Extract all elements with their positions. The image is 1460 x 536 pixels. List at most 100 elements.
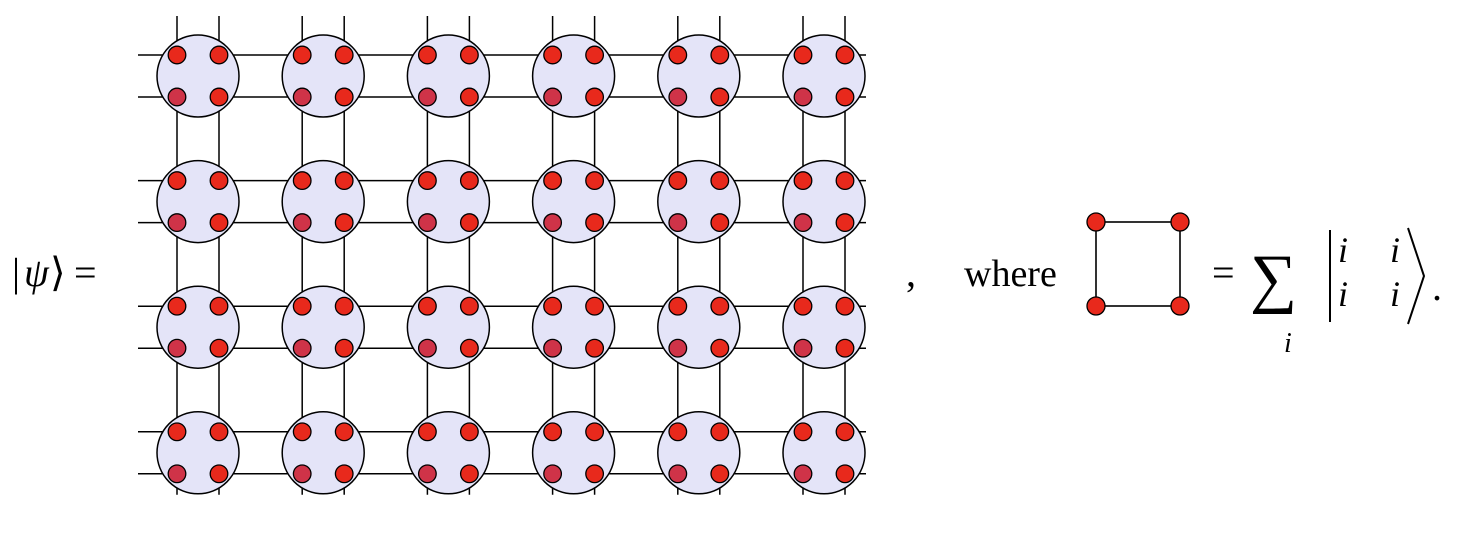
site-dot <box>585 338 605 358</box>
site-dot <box>710 464 730 484</box>
where-label: where <box>964 253 1057 295</box>
site-circle <box>281 34 365 118</box>
site-circle <box>281 285 365 369</box>
site-circle <box>531 411 616 495</box>
site-circle <box>406 411 491 495</box>
site-dot <box>710 296 730 316</box>
site-circle <box>281 159 365 244</box>
site-dot <box>459 422 479 442</box>
site-dot <box>585 422 605 442</box>
plaquette-square <box>1086 212 1190 316</box>
site-dot <box>209 213 229 233</box>
site-dot <box>543 171 563 191</box>
site-circle <box>531 34 616 118</box>
plaquette-dot-top-left <box>1086 212 1106 232</box>
site-dot <box>209 296 229 316</box>
site-dot <box>710 213 730 233</box>
lattice-site <box>156 34 240 118</box>
site-dot <box>835 422 855 442</box>
site-dot <box>459 171 479 191</box>
ket-close-angle: ⟩ <box>50 250 66 295</box>
site-dot <box>543 464 563 484</box>
lattice-site <box>406 159 491 244</box>
site-dot <box>417 338 437 358</box>
rhs-equals-sign: = <box>1212 250 1235 295</box>
site-dot <box>292 296 312 316</box>
site-dot <box>334 213 354 233</box>
site-circle <box>156 34 240 118</box>
site-circle <box>782 34 866 118</box>
lattice-site <box>531 285 616 369</box>
site-dot <box>668 171 688 191</box>
site-dot <box>543 422 563 442</box>
plaquette-dot-bottom-right <box>1170 296 1190 316</box>
lattice-site <box>281 159 365 244</box>
site-dot <box>292 422 312 442</box>
site-dot <box>334 87 354 107</box>
lattice-site <box>657 34 741 118</box>
site-dot <box>292 171 312 191</box>
site-circle <box>406 285 491 369</box>
site-dot <box>710 338 730 358</box>
site-dot <box>793 296 813 316</box>
site-dot <box>793 464 813 484</box>
site-dot <box>292 87 312 107</box>
lattice-site <box>657 411 741 495</box>
lattice-site <box>406 285 491 369</box>
sum-symbol: ∑ <box>1250 242 1297 315</box>
site-circle <box>782 159 866 244</box>
site-dot <box>334 171 354 191</box>
site-dot <box>793 171 813 191</box>
site-dot <box>167 296 187 316</box>
site-dot <box>209 422 229 442</box>
comma: , <box>906 250 916 295</box>
ket-entry-1: i <box>1338 230 1348 270</box>
site-dot <box>417 422 437 442</box>
ket-entry-3: i <box>1338 274 1348 314</box>
site-circle <box>657 159 741 244</box>
site-dot <box>417 45 437 65</box>
site-dot <box>417 87 437 107</box>
site-circle <box>406 159 491 244</box>
site-dot <box>167 87 187 107</box>
site-dot <box>710 422 730 442</box>
site-dot <box>334 464 354 484</box>
site-circle <box>782 285 866 369</box>
site-dot <box>585 213 605 233</box>
plaquette-edge <box>1095 221 1181 307</box>
site-circle <box>531 159 616 244</box>
plaquette-dot-top-right <box>1170 212 1190 232</box>
lhs-equals-sign: = <box>74 250 97 295</box>
site-dot <box>417 171 437 191</box>
lattice-site <box>281 34 365 118</box>
lattice-site <box>782 411 866 495</box>
site-circle <box>657 411 741 495</box>
ket-right-angle <box>1407 227 1426 325</box>
site-dot <box>209 338 229 358</box>
plaquette-dot-bottom-left <box>1086 296 1106 316</box>
site-dot <box>668 87 688 107</box>
site-circle <box>782 411 866 495</box>
site-dot <box>835 338 855 358</box>
site-dot <box>292 45 312 65</box>
site-dot <box>543 87 563 107</box>
site-dot <box>209 45 229 65</box>
site-dot <box>459 296 479 316</box>
site-dot <box>835 213 855 233</box>
site-dot <box>668 45 688 65</box>
lattice-site <box>657 159 741 244</box>
sum-index: i <box>1284 328 1292 359</box>
lattice-site <box>156 285 240 369</box>
ket-open-bar: | <box>12 250 20 295</box>
site-dot <box>585 45 605 65</box>
site-dot <box>209 171 229 191</box>
site-circle <box>657 34 741 118</box>
site-dot <box>459 213 479 233</box>
site-dot <box>543 213 563 233</box>
site-dot <box>585 464 605 484</box>
site-dot <box>585 296 605 316</box>
site-dot <box>417 296 437 316</box>
period: . <box>1432 264 1442 309</box>
site-dot <box>209 87 229 107</box>
lattice-site <box>657 285 741 369</box>
